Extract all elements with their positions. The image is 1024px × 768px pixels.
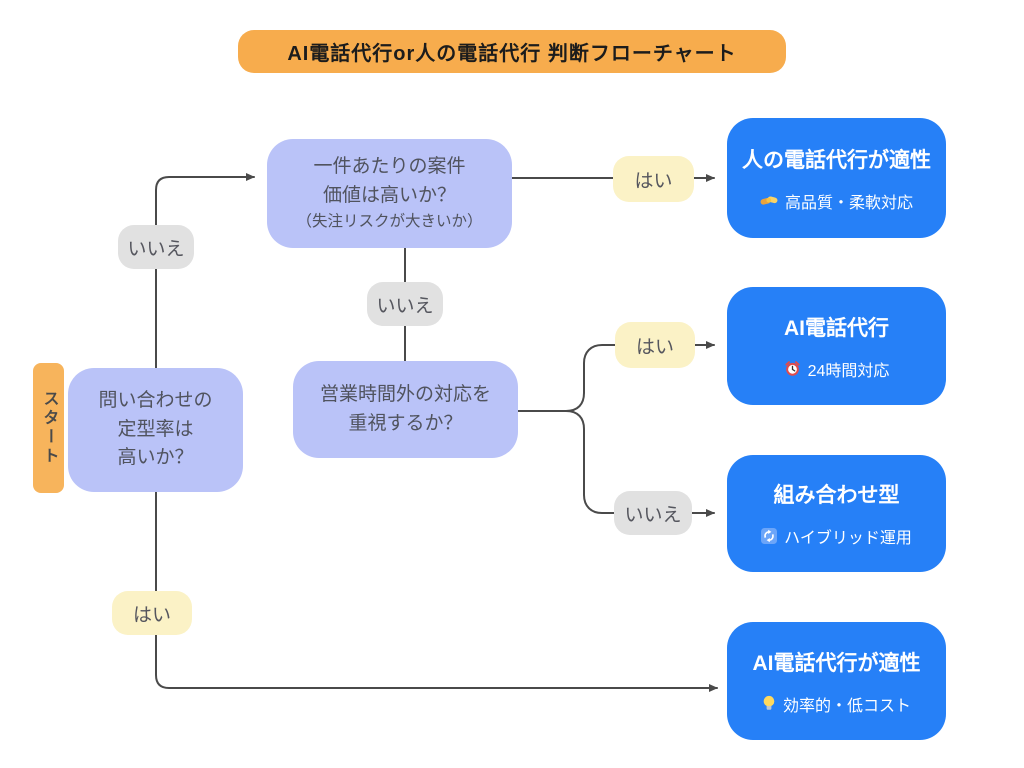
decision-label-no: いいえ xyxy=(118,225,194,269)
question-line: 一件あたりの案件 xyxy=(313,156,466,178)
question-line: 高いか？ xyxy=(117,447,194,469)
edge-hours-no xyxy=(565,410,616,514)
question-line: 価値は高いか？ xyxy=(322,184,456,206)
alarm-clock-icon xyxy=(784,360,801,377)
result-subtitle: 高品質・柔軟対応 xyxy=(784,194,913,212)
decision-label-no: いいえ xyxy=(614,491,692,535)
decision-label-yes: はい xyxy=(615,322,695,368)
result-subtitle: 24時間対応 xyxy=(807,362,890,380)
question-line: 営業時間外の対応を xyxy=(319,384,491,405)
handshake-icon xyxy=(760,193,778,208)
decision-label-yes: はい xyxy=(613,156,694,202)
question-deal-value: 一件あたりの案件 価値は高いか？ （失注リスクが大きいか） xyxy=(267,139,512,248)
question-inquiry-pattern-rate: 問い合わせの 定型率は 高いか？ xyxy=(68,368,243,492)
decision-label-yes: はい xyxy=(112,591,192,635)
question-line: 重視するか？ xyxy=(348,412,463,434)
result-subtitle-row: ハイブリッド運用 xyxy=(761,524,912,548)
result-ai-suited: AI電話代行が適性 効率的・低コスト xyxy=(727,622,946,740)
edge-inquiry-no xyxy=(155,173,255,369)
result-subtitle: ハイブリッド運用 xyxy=(784,530,912,547)
result-title: AI電話代行が適性 xyxy=(752,651,921,675)
result-human-answering: 人の電話代行が適性 高品質・柔軟対応 xyxy=(727,118,946,238)
question-note: （失注リスクが大きいか） xyxy=(296,213,483,231)
result-title: AI電話代行 xyxy=(784,316,889,340)
result-subtitle-row: 24時間対応 xyxy=(784,357,890,381)
result-subtitle: 効率的・低コスト xyxy=(782,697,911,715)
result-hybrid: 組み合わせ型 ハイブリッド運用 xyxy=(727,455,946,572)
lightbulb-icon xyxy=(762,695,776,712)
result-title: 人の電話代行が適性 xyxy=(742,148,931,172)
result-subtitle-row: 高品質・柔軟対応 xyxy=(760,189,913,213)
result-title: 組み合わせ型 xyxy=(773,484,900,507)
edge-hours-yes xyxy=(565,344,617,412)
result-ai-answering: AI電話代行 24時間対応 xyxy=(727,287,946,405)
decision-label-no: いいえ xyxy=(367,282,443,326)
cycle-icon xyxy=(761,528,778,544)
question-after-hours: 営業時間外の対応を 重視するか？ xyxy=(293,361,518,458)
start-badge: スタート xyxy=(33,363,64,493)
edge-inquiry-yes xyxy=(155,491,718,692)
question-line: 問い合わせの xyxy=(98,390,213,412)
question-line: 定型率は xyxy=(117,418,194,440)
page-title: AI電話代行or人の電話代行 判断フローチャート xyxy=(238,30,786,73)
result-subtitle-row: 効率的・低コスト xyxy=(762,692,911,716)
